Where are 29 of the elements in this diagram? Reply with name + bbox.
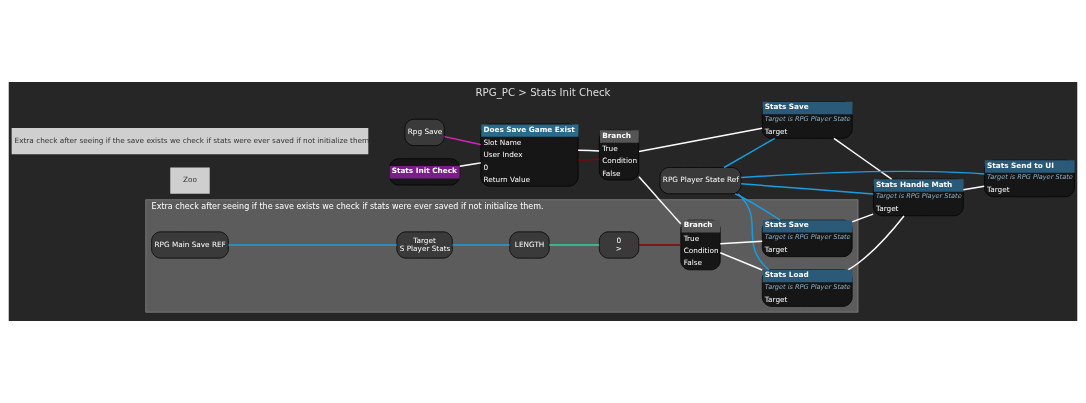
connector [443,135,482,146]
connector [719,252,763,271]
connector [451,244,511,246]
connector [833,137,893,180]
node-box: RPG Player State Ref [659,167,742,195]
diagram-title: RPG_PC > Stats Init Check [475,87,611,99]
connector [719,240,763,245]
node-box: 0 > [598,231,640,259]
connector [962,185,985,191]
node-box: Target S Player Stats [396,231,453,259]
connector [851,213,874,223]
connector [577,149,600,152]
connector [548,244,600,246]
connector [638,176,682,225]
node-box: RPG Main Save REF [151,231,229,259]
connector [737,193,770,271]
connector [227,244,398,246]
node-box: LENGTH [509,231,550,259]
connector [740,170,986,179]
connector [577,158,600,161]
connector [847,215,905,271]
connector [734,193,781,221]
node-box: Rpg Save [404,118,445,146]
label: Zoo [183,175,197,185]
connector [723,137,776,169]
connector [459,162,482,168]
connector [638,244,682,246]
connector [638,127,763,153]
connector [740,183,874,195]
